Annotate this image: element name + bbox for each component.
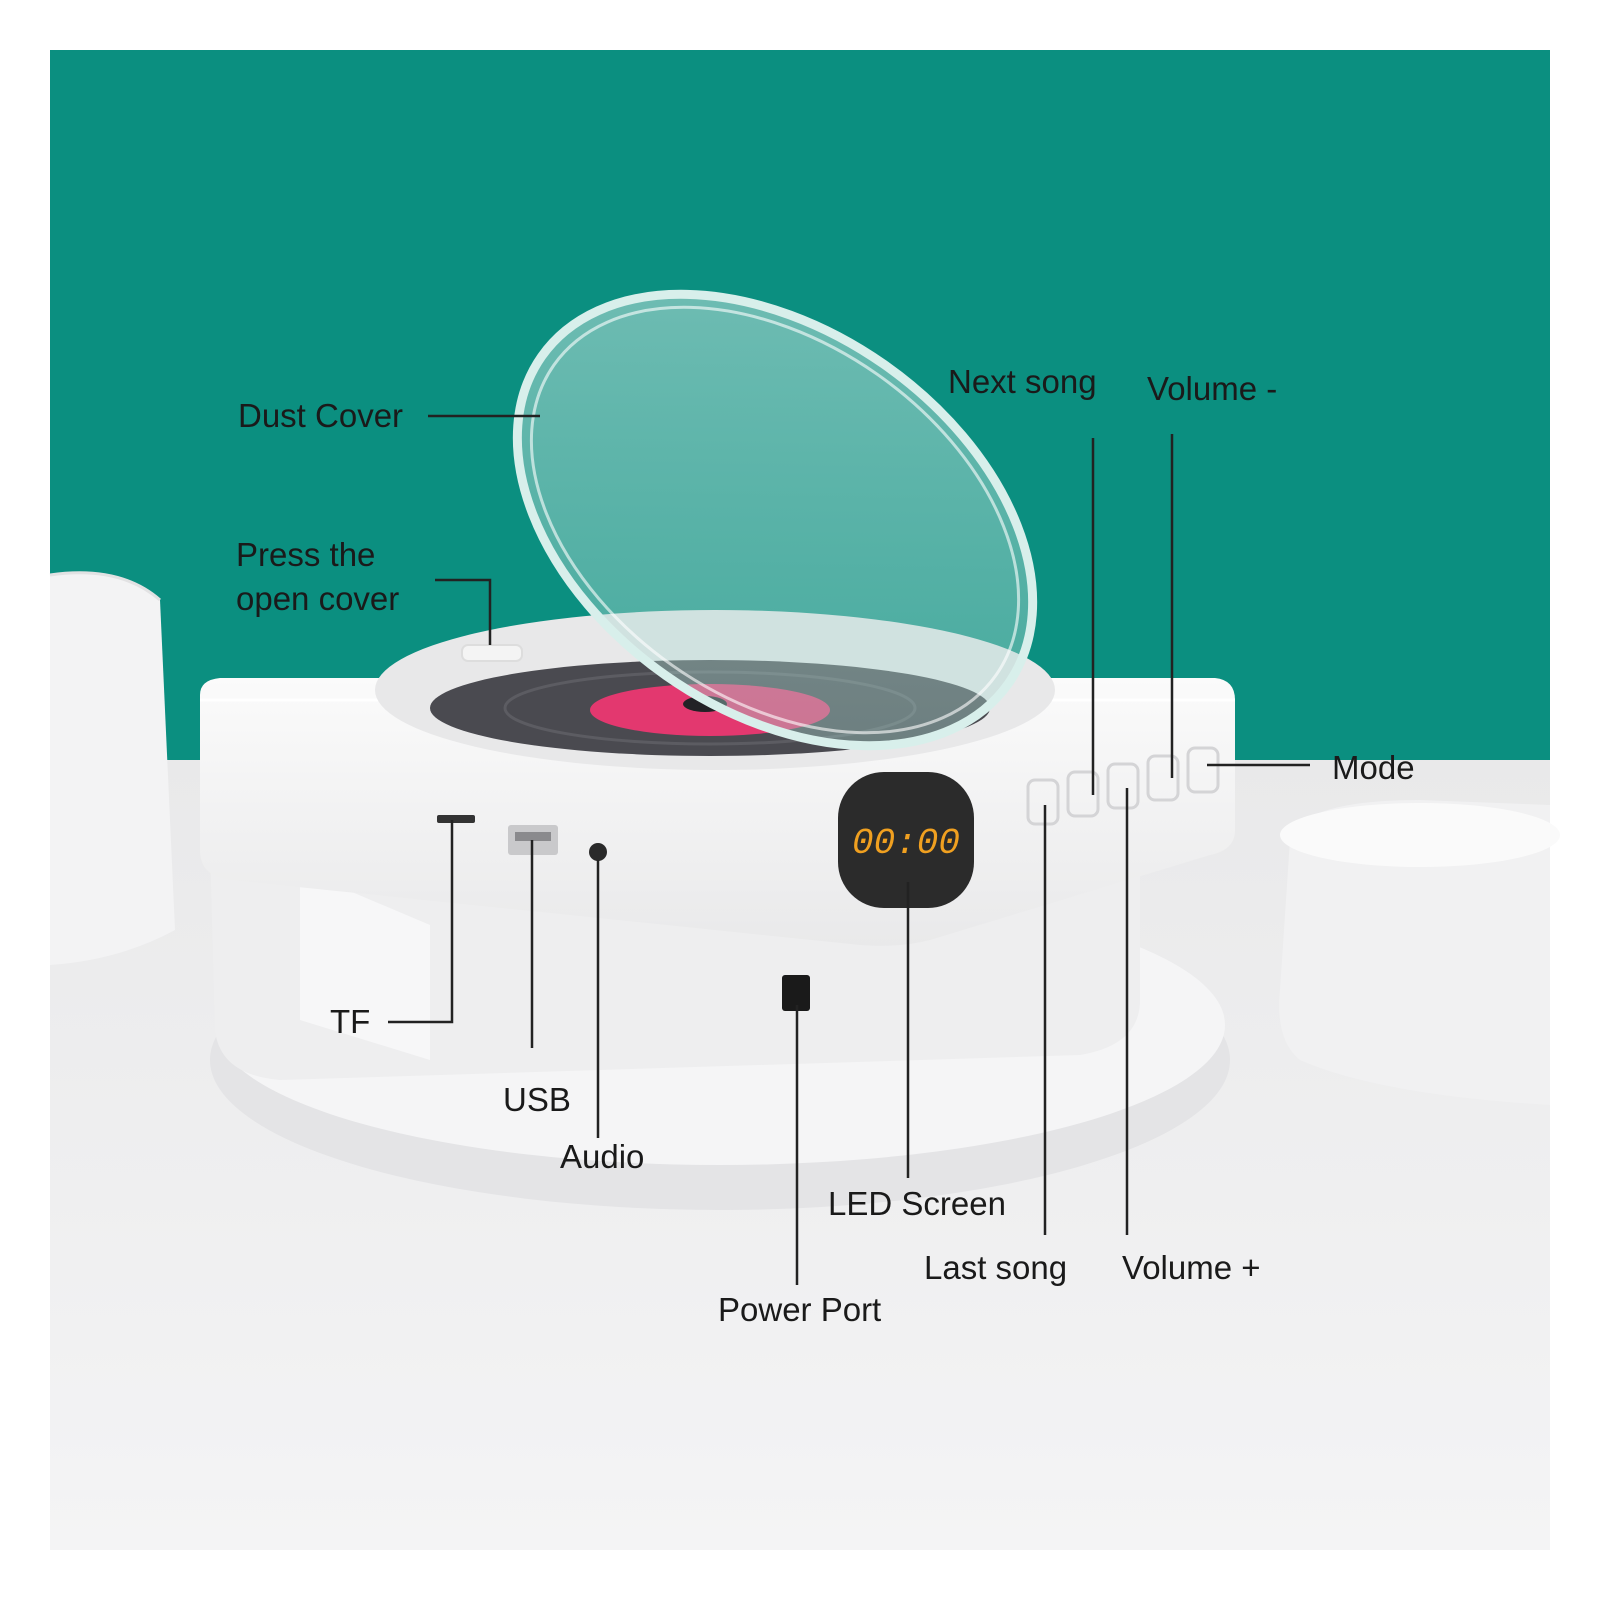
power-port bbox=[782, 975, 810, 1011]
leader-lines bbox=[388, 414, 1310, 1285]
leader-tf bbox=[388, 820, 454, 1024]
label-volume-plus: Volume + bbox=[1122, 1249, 1261, 1286]
button-mode bbox=[1186, 746, 1220, 794]
button-next-song bbox=[1066, 770, 1100, 818]
label-tf: TF bbox=[330, 1003, 371, 1040]
label-last-song: Last song bbox=[924, 1249, 1068, 1286]
left-pedestal bbox=[49, 571, 175, 965]
led-screen bbox=[838, 772, 974, 908]
label-power-port: Power Port bbox=[718, 1291, 882, 1328]
label-dust-cover: Dust Cover bbox=[238, 397, 404, 434]
button-volume-minus bbox=[1146, 754, 1180, 802]
button-volume-plus bbox=[1106, 762, 1140, 810]
button-last-song bbox=[1026, 778, 1060, 826]
leader-press-open bbox=[435, 578, 492, 645]
label-volume-minus: Volume - bbox=[1147, 370, 1278, 407]
audio-jack bbox=[589, 843, 607, 861]
open-cover-button bbox=[461, 644, 523, 662]
tf-slot bbox=[437, 815, 475, 823]
label-press-open-cover: Press the open cover bbox=[236, 536, 400, 617]
led-time: 00:00 bbox=[852, 823, 960, 864]
label-mode: Mode bbox=[1332, 749, 1415, 786]
label-usb: USB bbox=[503, 1081, 571, 1118]
label-led-screen: LED Screen bbox=[828, 1185, 1006, 1222]
label-next-song: Next song bbox=[948, 363, 1097, 400]
right-pedestal bbox=[1279, 800, 1560, 1105]
control-buttons bbox=[1026, 746, 1220, 826]
dust-cover bbox=[512, 289, 1038, 751]
label-audio: Audio bbox=[560, 1138, 645, 1175]
